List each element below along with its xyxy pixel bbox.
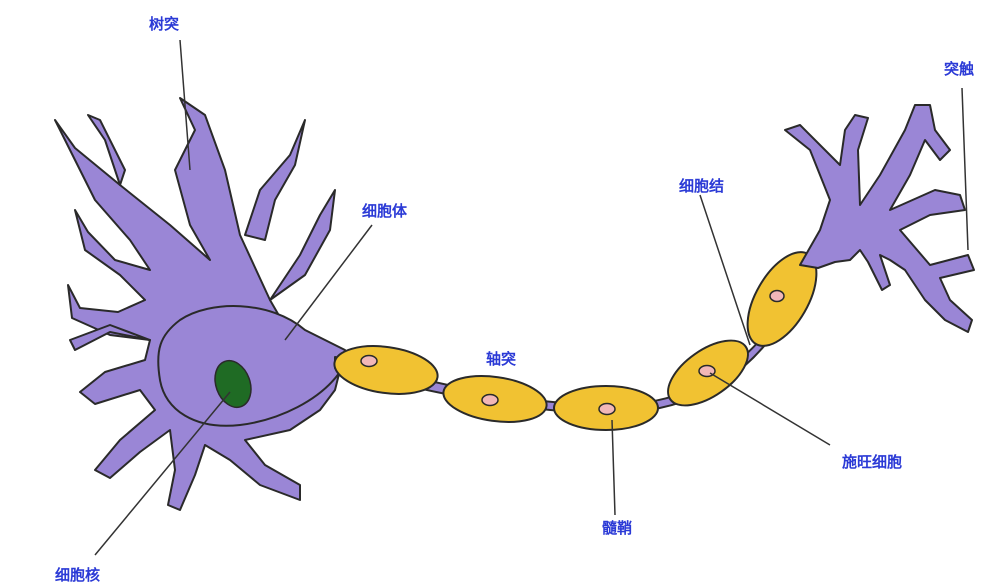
leader-lines xyxy=(94,39,969,556)
myelin-sheath-segments xyxy=(333,251,818,431)
leader-schwann xyxy=(709,372,831,446)
myelin-segment xyxy=(333,345,439,395)
label-synapse: 突触 xyxy=(944,60,975,78)
leader-nucleus xyxy=(94,391,231,556)
cell-body xyxy=(157,305,346,427)
leader-node xyxy=(699,194,751,346)
leader-dendrite xyxy=(179,39,191,171)
dendrites xyxy=(54,97,341,511)
schwann-nuclei xyxy=(360,289,785,416)
label-node: 细胞结 xyxy=(679,177,725,195)
label-schwann-cell: 施旺细胞 xyxy=(842,453,903,471)
label-axon: 轴突 xyxy=(486,350,517,368)
leader-cell-body xyxy=(284,224,373,341)
label-nucleus: 细胞核 xyxy=(55,566,101,584)
nucleus xyxy=(214,359,252,409)
leader-myelin xyxy=(611,419,616,516)
label-myelin-sheath: 髓鞘 xyxy=(602,519,633,537)
leader-synapse xyxy=(961,87,969,251)
label-cell-body: 细胞体 xyxy=(362,202,408,220)
label-dendrite: 树突 xyxy=(149,15,180,33)
axon-terminals xyxy=(784,104,975,333)
